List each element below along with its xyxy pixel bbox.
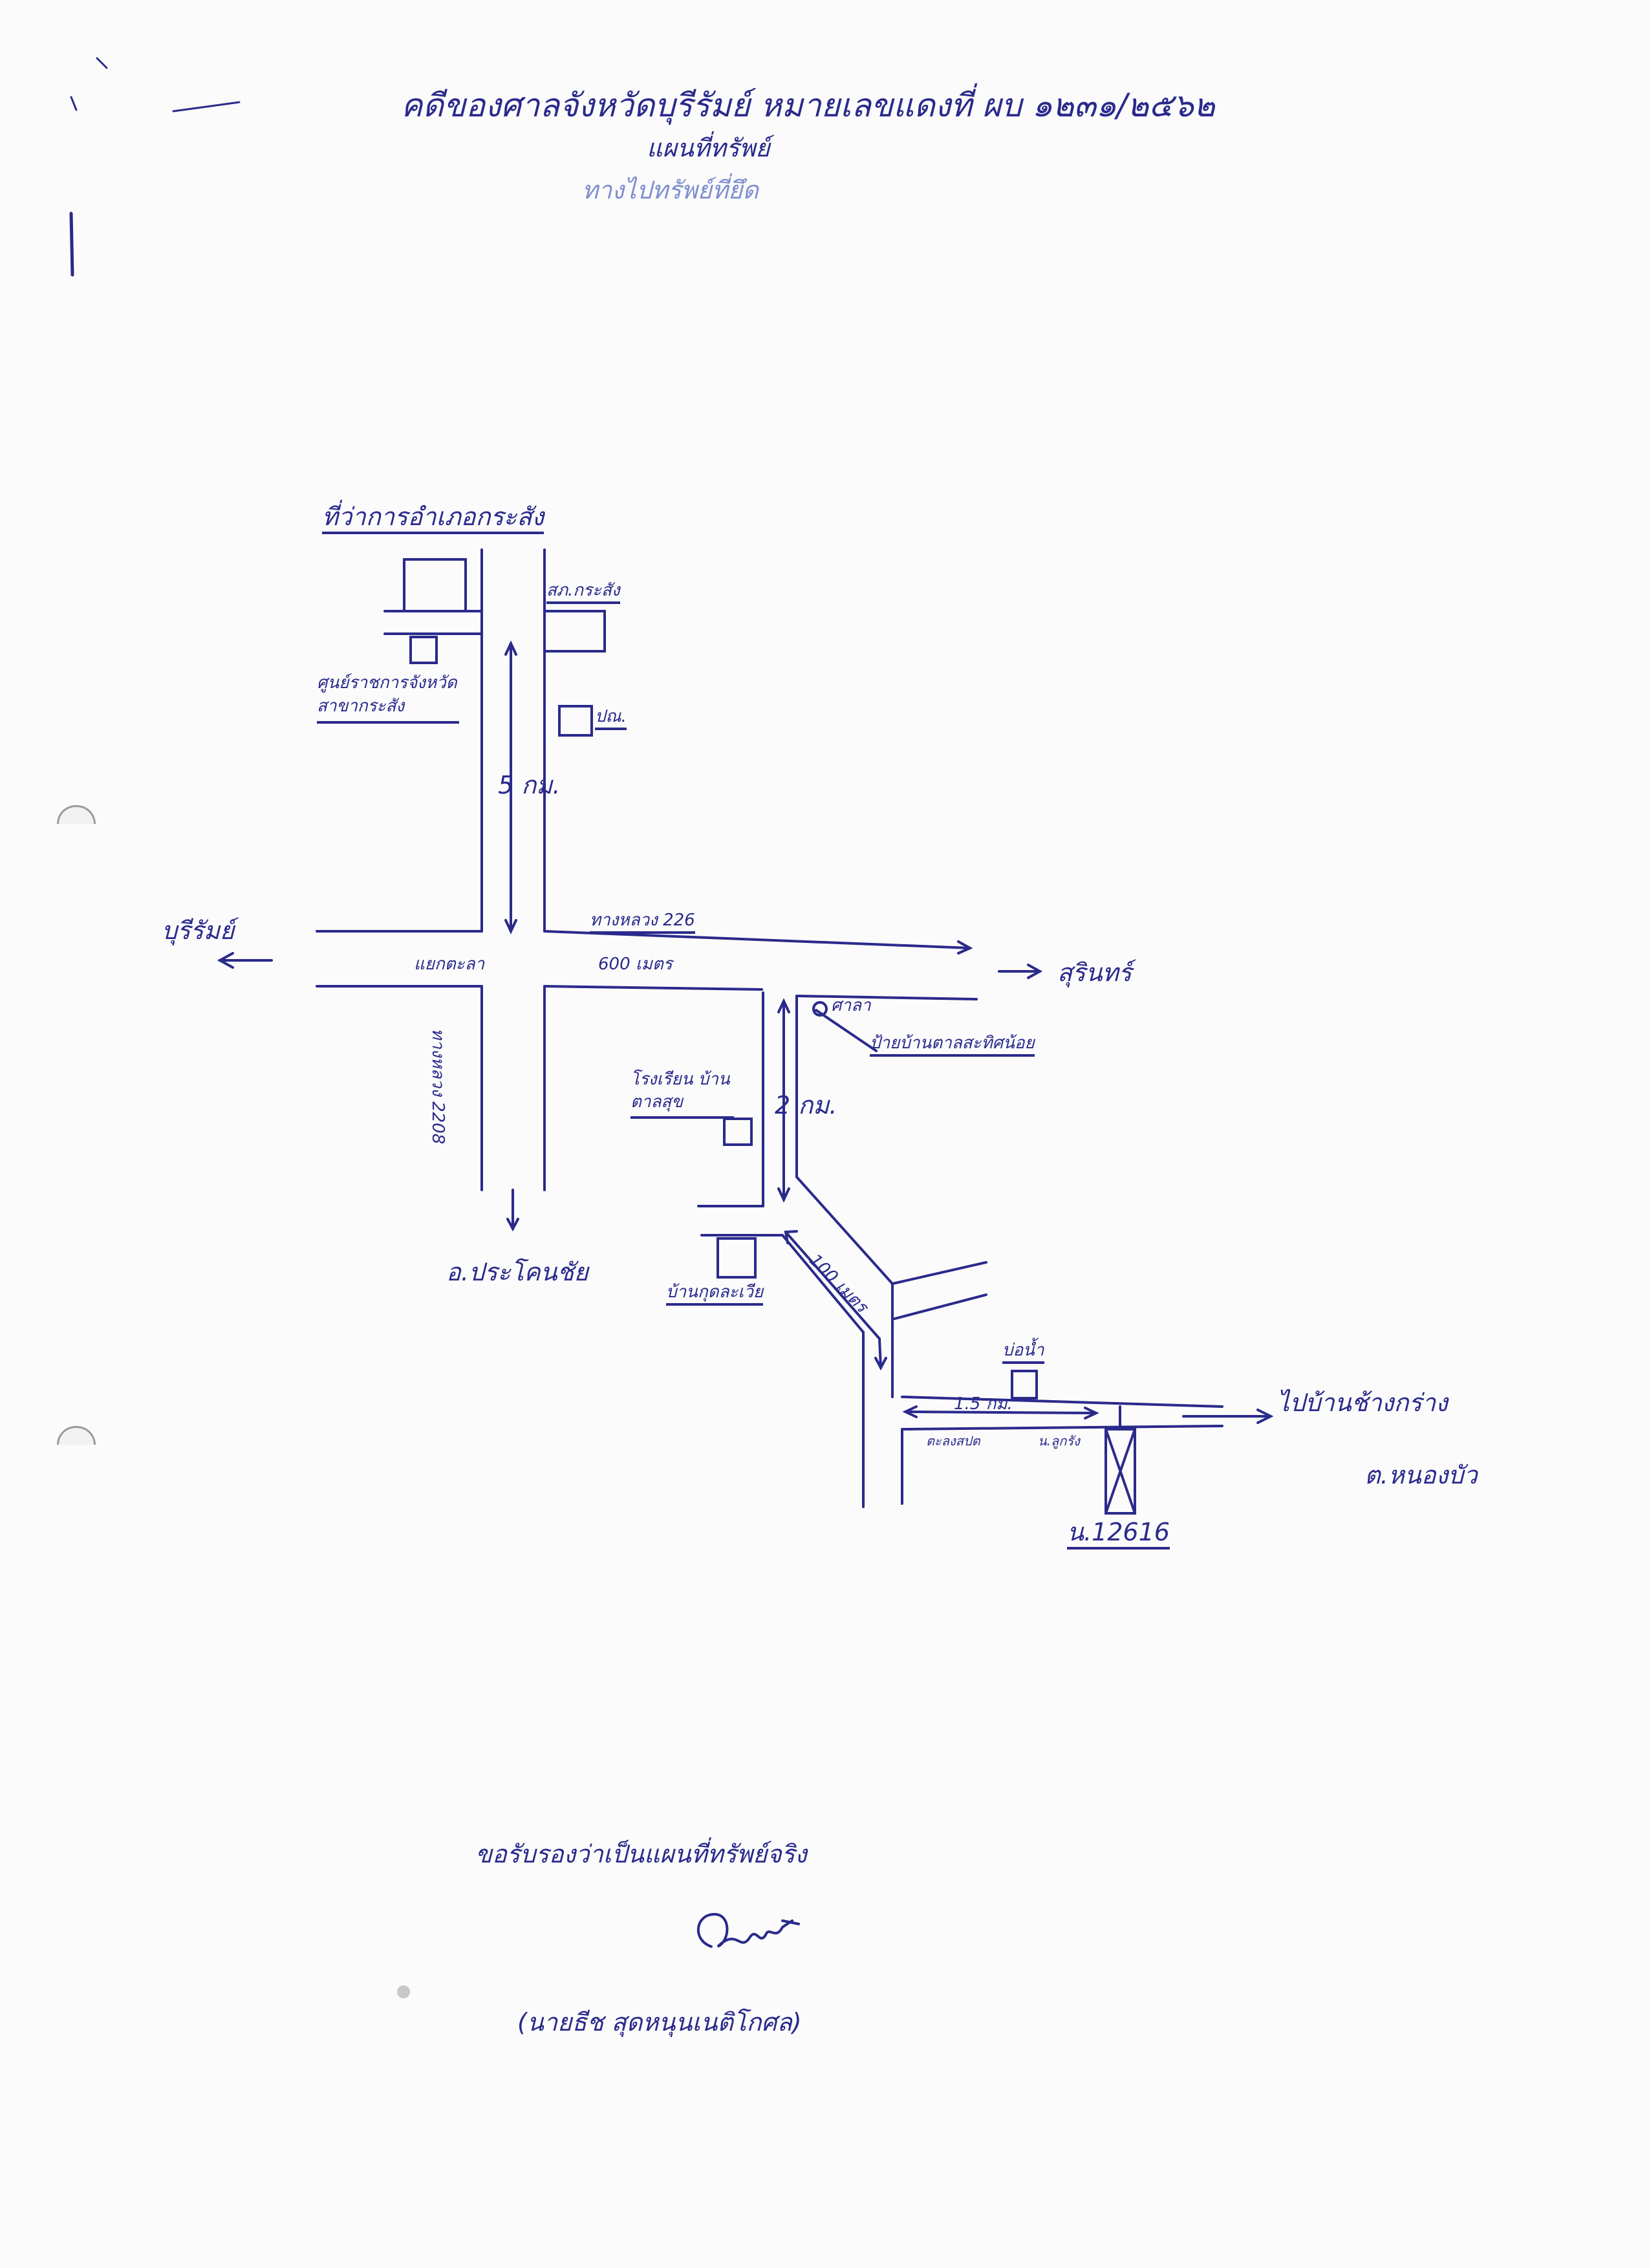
east-road-bottom [901, 1425, 1223, 1431]
label-office: สภ.กระสัง [546, 582, 620, 604]
east-road-top [901, 1396, 1223, 1408]
certification-text: ขอรับรองว่าเป็นแผนที่ทรัพย์จริง [475, 1840, 807, 1868]
label-prakhon: อ.ประโคนชัย [446, 1258, 588, 1286]
document-title: คดีของศาลจังหวัดบุรีรัมย์ หมายเลขแดงที่ … [401, 87, 1215, 124]
label-marker-left: ตะลงสปต [926, 1433, 980, 1449]
stamp-text: ทางไปทรัพย์ที่ยึด [582, 176, 759, 204]
label-water-tank: บ่อน้ำ [1002, 1342, 1044, 1364]
dim-2km-top [777, 998, 790, 1013]
label-bank: ศูนย์ราชการจังหวัด สาขากระสัง [317, 671, 459, 724]
signature [696, 1912, 800, 1948]
dim-2km-bottom [777, 1187, 790, 1203]
building-police [403, 558, 467, 612]
arrowhead-surin [1027, 964, 1043, 979]
label-surin: สุรินทร์ [1057, 958, 1132, 987]
sala-pointer [815, 1009, 878, 1052]
water-tank-shape [1011, 1370, 1038, 1399]
dim-1-5km-right [1084, 1407, 1099, 1420]
label-highway-2208: ทางหลวง 2208 [428, 1028, 447, 1145]
label-marker-right: น.ลูกรัง [1038, 1433, 1080, 1449]
building-village [717, 1237, 757, 1279]
label-to-village: ไปบ้านช้างกร่าง [1277, 1388, 1448, 1417]
sala-marker [812, 1001, 828, 1017]
dim-1-5km [904, 1410, 1097, 1414]
dim-5km-top [504, 640, 517, 656]
arrowhead-prakhon [506, 1218, 519, 1232]
east-road-arrowhead [1256, 1409, 1274, 1424]
side-road-right-diag [795, 1176, 894, 1285]
building-school [723, 1118, 753, 1146]
label-distance-5km: 5 กม. [498, 771, 561, 799]
dim-100m-down-head [874, 1357, 887, 1371]
dim-1-5km-left [902, 1405, 918, 1418]
road-226-bottom-right [543, 985, 763, 991]
margin-mark [70, 57, 241, 113]
label-temple-sign: ป้ายบ้านตาลสะทิศน้อย [870, 1035, 1035, 1057]
road-226-bottom-right2 [795, 995, 978, 1000]
arrowhead-buriram [217, 952, 234, 969]
dim-100m [784, 1231, 881, 1340]
document-subtitle: แผนที่ทรัพย์ [647, 134, 770, 162]
dim-100m-head [784, 1230, 798, 1244]
label-police-office: ที่ว่าการอำเภอกระสัง [322, 504, 544, 534]
margin-bar [69, 211, 74, 277]
label-school: โรงเรียน บ้านตาลสุข [630, 1068, 734, 1119]
road-226-top-right [543, 930, 971, 949]
building-post [558, 705, 593, 737]
label-subdistrict: ต.หนองบัว [1364, 1461, 1478, 1489]
label-land-number: น.12616 [1067, 1520, 1170, 1550]
label-village: บ้านกุดละเวีย [666, 1284, 764, 1306]
label-road-226: ทางหลวง 226 [590, 912, 695, 934]
branch-road-upper [891, 1261, 987, 1285]
signer-name: (นายธีช สุดหนุนเนติโกศล) [517, 2008, 802, 2036]
label-distance-2km: 2 กม. [775, 1091, 837, 1119]
building-bank [409, 636, 438, 664]
land-plot-x2 [1105, 1428, 1136, 1515]
dim-100m-down [878, 1337, 882, 1369]
dim-5km-bottom [504, 919, 517, 934]
label-post: ปณ. [595, 708, 627, 730]
label-junction: แยกตะลา [414, 955, 485, 974]
road-226-arrowhead [957, 940, 973, 955]
label-sala: ศาลา [831, 996, 871, 1015]
scan-speck [397, 1985, 410, 1998]
label-distance-600m: 600 เมตร [598, 955, 673, 974]
label-distance-1-5km: 1.5 กม. [954, 1394, 1013, 1414]
building-office [543, 610, 606, 653]
label-buriram: บุรีรัมย์ [162, 916, 235, 945]
side-road-diag-lower [781, 1234, 865, 1334]
branch-road-lower [891, 1293, 987, 1321]
